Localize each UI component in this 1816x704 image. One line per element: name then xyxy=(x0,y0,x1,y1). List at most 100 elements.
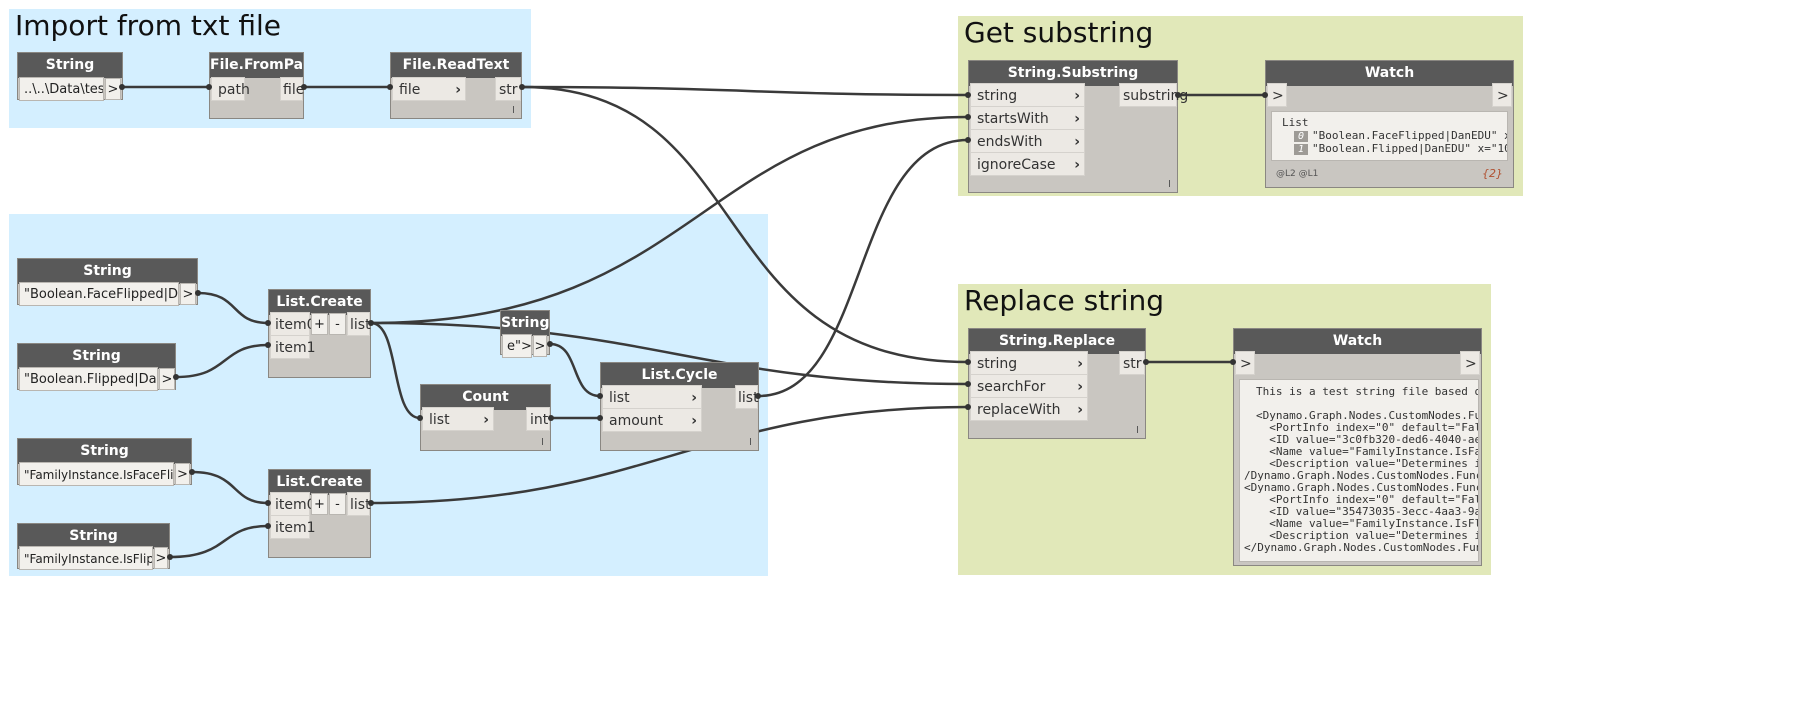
input-port-startswith[interactable]: startsWith› xyxy=(970,106,1085,130)
add-input-button[interactable]: + xyxy=(311,493,328,515)
output-port-str[interactable]: str xyxy=(495,77,521,101)
node-string-isfaceflipped[interactable]: String "FamilyInstance.IsFaceFlipped" > xyxy=(17,438,192,486)
node-string-replace[interactable]: String.Replace string› searchFor› replac… xyxy=(968,328,1146,439)
port-label: amount xyxy=(609,413,664,429)
port-label: item1 xyxy=(275,340,316,356)
lacing-icon[interactable]: I xyxy=(749,437,752,448)
group-title: Import from txt file xyxy=(15,9,281,42)
node-watch-substring[interactable]: Watch > > List 0"Boolean.FaceFlipped|Dan… xyxy=(1265,60,1514,188)
node-watch-replace[interactable]: Watch > > This is a test string file bas… xyxy=(1233,328,1482,566)
input-port-item0[interactable]: item0 xyxy=(270,492,316,516)
string-value-input[interactable]: "FamilyInstance.IsFaceFlipped" xyxy=(19,462,174,486)
input-port-ignorecase[interactable]: ignoreCase› xyxy=(970,152,1085,176)
output-port-list[interactable]: list xyxy=(735,385,759,409)
input-port-string[interactable]: string› xyxy=(970,83,1085,107)
port-label: list xyxy=(738,390,759,406)
connector-dot xyxy=(965,404,971,410)
connector-dot xyxy=(548,415,554,421)
lacing-icon[interactable]: I xyxy=(1168,179,1171,190)
node-title[interactable]: Watch xyxy=(1234,329,1481,354)
input-port[interactable]: > xyxy=(1235,351,1255,375)
output-port[interactable]: > xyxy=(159,368,175,390)
output-port-substring[interactable]: substring xyxy=(1119,83,1188,107)
output-port[interactable]: > xyxy=(533,335,547,357)
port-label: int xyxy=(530,412,549,428)
node-count[interactable]: Count list› int I xyxy=(420,384,551,451)
input-port[interactable]: > xyxy=(1267,83,1287,107)
input-port-path[interactable]: path xyxy=(211,77,250,101)
output-port[interactable]: > xyxy=(175,463,190,485)
port-label: > xyxy=(1497,88,1509,104)
output-port-list[interactable]: list xyxy=(347,492,371,516)
lacing-icon[interactable]: I xyxy=(1136,425,1139,436)
lacing-icon[interactable]: I xyxy=(512,105,515,116)
node-string-faceflipped[interactable]: String "Boolean.FaceFlipped|DanEDU" > xyxy=(17,258,198,306)
watch-text-view[interactable]: This is a test string file based on a d … xyxy=(1239,379,1479,562)
node-title[interactable]: String xyxy=(18,439,191,464)
input-port-endswith[interactable]: endsWith› xyxy=(970,129,1085,153)
node-title[interactable]: String.Substring xyxy=(969,61,1177,86)
node-title[interactable]: List.Create xyxy=(269,290,370,315)
node-title[interactable]: Watch xyxy=(1266,61,1513,86)
input-port-amount[interactable]: amount› xyxy=(602,408,702,432)
input-port-item1[interactable]: item1 xyxy=(270,515,316,539)
chevron-right-icon: › xyxy=(1077,356,1083,372)
node-file-readtext[interactable]: File.ReadText file› str I xyxy=(390,52,522,119)
wire-e-to-cycle xyxy=(549,342,601,398)
remove-input-button[interactable]: - xyxy=(329,313,346,335)
watch-text-line: <PortInfo index="0" default="False" / xyxy=(1269,493,1478,506)
chevron-right-icon: › xyxy=(483,412,489,428)
lacing-icon[interactable]: I xyxy=(541,437,544,448)
input-port-list[interactable]: list› xyxy=(602,385,702,409)
connector-dot xyxy=(368,500,374,506)
node-list-create-2[interactable]: List.Create item0 + - list item1 xyxy=(268,469,371,558)
string-value-input[interactable]: "FamilyInstance.IsFlipped" xyxy=(19,546,153,570)
output-port-file[interactable]: file xyxy=(280,77,304,101)
connector-dot xyxy=(965,359,971,365)
output-port[interactable]: > xyxy=(1492,83,1512,107)
node-title[interactable]: String xyxy=(501,311,549,336)
node-title[interactable]: String xyxy=(18,524,169,549)
node-title[interactable]: Count xyxy=(421,385,550,410)
output-port[interactable]: > xyxy=(180,283,196,305)
output-port-list[interactable]: list xyxy=(347,312,371,336)
remove-input-button[interactable]: - xyxy=(329,493,346,515)
node-string-flipped[interactable]: String "Boolean.Flipped|DanEDU" > xyxy=(17,343,176,391)
node-string-path[interactable]: String ..\..\Data\test.txt > xyxy=(17,52,123,101)
node-list-cycle[interactable]: List.Cycle list› list amount› I xyxy=(600,362,759,451)
string-value-input[interactable]: ..\..\Data\test.txt xyxy=(19,77,104,101)
output-port-str[interactable]: str xyxy=(1119,351,1145,375)
node-list-create-1[interactable]: List.Create item0 + - list item1 xyxy=(268,289,371,378)
watch-levels[interactable]: @L2 @L1 xyxy=(1276,169,1319,179)
output-port[interactable]: > xyxy=(1460,351,1480,375)
watch-tree-view[interactable]: List 0"Boolean.FaceFlipped|DanEDU" x="1(… xyxy=(1271,111,1508,161)
input-port-searchfor[interactable]: searchFor› xyxy=(970,374,1088,398)
node-title[interactable]: String xyxy=(18,259,197,284)
input-port-string[interactable]: string› xyxy=(970,351,1088,375)
input-port-item0[interactable]: item0 xyxy=(270,312,316,336)
node-title[interactable]: File.ReadText xyxy=(391,53,521,78)
node-title[interactable]: String xyxy=(18,344,175,369)
node-string-substring[interactable]: String.Substring string› startsWith› end… xyxy=(968,60,1188,193)
node-file-frompath[interactable]: File.FromPath path file xyxy=(209,52,304,119)
string-value-input[interactable]: "Boolean.FaceFlipped|DanEDU" xyxy=(19,282,179,306)
node-title[interactable]: String.Replace xyxy=(969,329,1145,354)
node-string-e[interactable]: String e"> > xyxy=(500,310,550,358)
input-port-replacewith[interactable]: replaceWith› xyxy=(970,397,1088,421)
node-string-isflipped[interactable]: String "FamilyInstance.IsFlipped" > xyxy=(17,523,170,570)
node-title[interactable]: String xyxy=(18,53,122,78)
node-title[interactable]: List.Cycle xyxy=(601,363,758,388)
string-value-input[interactable]: e"> xyxy=(502,334,532,358)
add-input-button[interactable]: + xyxy=(311,313,328,335)
watch-text-line: This is a test string file based on a d xyxy=(1256,385,1478,398)
output-port[interactable]: > xyxy=(105,78,121,100)
node-title[interactable]: List.Create xyxy=(269,470,370,495)
watch-list-item: 0"Boolean.FaceFlipped|DanEDU" x="1( xyxy=(1294,129,1507,142)
input-port-file[interactable]: file› xyxy=(392,77,466,101)
node-title[interactable]: File.FromPath xyxy=(210,53,303,78)
input-port-item1[interactable]: item1 xyxy=(270,335,316,359)
output-port-int[interactable]: int xyxy=(526,407,550,431)
output-port[interactable]: > xyxy=(154,547,168,569)
input-port-list[interactable]: list› xyxy=(422,407,494,431)
string-value-input[interactable]: "Boolean.Flipped|DanEDU" xyxy=(19,367,158,391)
